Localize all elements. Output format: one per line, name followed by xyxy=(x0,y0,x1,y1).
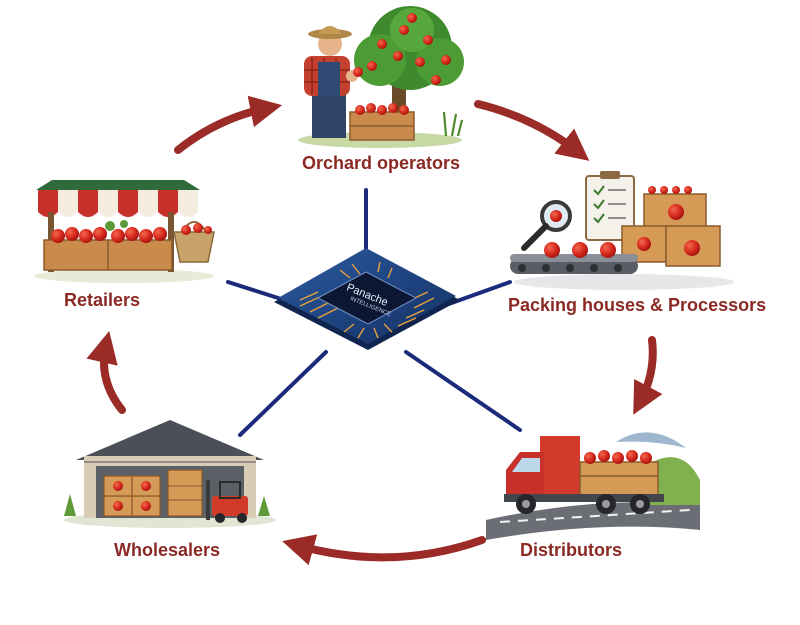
spoke-wholesalers xyxy=(238,350,328,437)
label-wholesalers: Wholesalers xyxy=(114,540,221,560)
arrow-wholesalers-to-retailers xyxy=(86,330,126,414)
processor-chip-icon: Panache INTELLIGENCE xyxy=(274,248,460,350)
arrow-packing-to-distributors xyxy=(633,336,663,415)
label-distributors: Distributors xyxy=(520,540,623,560)
hub-spokes xyxy=(226,188,522,437)
farmer-apple-tree-icon xyxy=(298,6,464,148)
arrow-orchard-to-packing xyxy=(474,100,590,161)
label-orchard-operators: Orchard operators xyxy=(302,153,461,173)
delivery-truck-icon xyxy=(486,432,700,540)
arrow-distributors-to-wholesalers xyxy=(282,534,486,566)
cycle-arrows xyxy=(86,95,663,566)
warehouse-forklift-icon xyxy=(64,420,276,528)
conveyor-inspection-icon xyxy=(510,171,734,290)
spoke-distributors xyxy=(404,350,522,432)
market-stall-icon xyxy=(34,180,215,283)
label-packing-houses: Packing houses & Processors xyxy=(508,295,767,315)
label-retailers: Retailers xyxy=(64,290,141,310)
arrow-retail-to-orchard xyxy=(174,95,283,154)
